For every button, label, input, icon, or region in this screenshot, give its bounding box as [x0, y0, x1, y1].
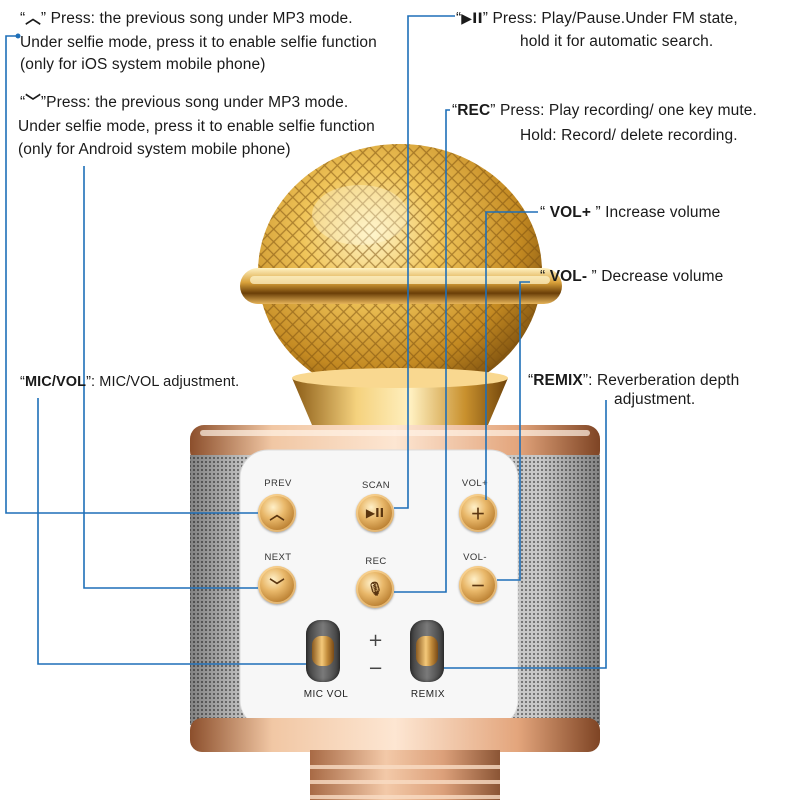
annotation-prev-line1: “︿” Press: the previous song under MP3 m…	[20, 9, 353, 27]
volup-button-label: VOL+	[461, 478, 489, 489]
annotation-micvol: “MIC/VOL”: MIC/VOL adjustment.	[20, 374, 240, 390]
volup-button[interactable]: ＋	[459, 494, 497, 532]
remix-switch-label: REMIX	[410, 689, 446, 700]
next-button[interactable]: ﹀	[258, 566, 296, 604]
annotation-rec-line2: Hold: Record/ delete recording.	[520, 127, 738, 144]
prev-button-label: PREV	[264, 478, 292, 489]
prev-button[interactable]: ︿	[258, 494, 296, 532]
play-pause-icon: ▶II	[365, 506, 385, 520]
voldown-button[interactable]: －	[459, 566, 497, 604]
chevron-down-icon: ﹀	[25, 93, 41, 111]
annotation-next-line1: “﹀”Press: the previous song under MP3 mo…	[20, 93, 349, 111]
voldown-button-label: VOL-	[463, 552, 487, 563]
remix-slider-knob[interactable]	[416, 636, 438, 666]
next-button-label: NEXT	[264, 552, 292, 563]
microphone-icon: 🎙	[366, 581, 384, 597]
annotation-prev-line2: Under selfie mode, press it to enable se…	[20, 34, 377, 51]
scan-button-label: SCAN	[362, 480, 390, 491]
play-pause-icon: ▶II	[461, 11, 483, 27]
plus-icon: ＋	[470, 504, 486, 523]
annotation-play-line2: hold it for automatic search.	[520, 33, 714, 50]
mic-vol-slider-knob[interactable]	[312, 636, 334, 666]
mic-body-bottom-rim	[190, 718, 600, 752]
annotation-next-line3: (only for Android system mobile phone)	[18, 141, 291, 158]
scan-play-pause-button[interactable]: ▶II	[356, 494, 394, 532]
annotation-volup: “ VOL+ ” Increase volume	[540, 204, 721, 221]
annotation-remix-line1: “REMIX”: Reverberation depth	[528, 372, 740, 389]
annotation-remix-line2: adjustment.	[614, 391, 696, 408]
annotation-prev-line3: (only for iOS system mobile phone)	[20, 56, 266, 73]
rec-button[interactable]: 🎙	[356, 570, 394, 608]
mic-handle	[310, 750, 500, 800]
minus-icon: －	[470, 576, 486, 595]
mic-neck	[292, 368, 508, 425]
chevron-up-icon: ︿	[269, 504, 285, 523]
annotation-play-line1: “▶II” Press: Play/Pause.Under FM state,	[456, 10, 738, 27]
chevron-down-icon: ﹀	[269, 576, 285, 595]
annotation-voldown: “ VOL- ” Decrease volume	[540, 268, 724, 285]
rec-button-label: REC	[365, 556, 387, 567]
mic-vol-switch-label: MIC VOL	[303, 689, 349, 700]
remix-slider[interactable]	[410, 620, 444, 682]
minus-sign: −	[368, 658, 384, 679]
mic-head-ring	[240, 268, 562, 304]
mic-vol-slider[interactable]	[306, 620, 340, 682]
chevron-up-icon: ︿	[25, 9, 41, 27]
annotation-rec-line1: “REC” Press: Play recording/ one key mut…	[452, 102, 757, 119]
annotation-next-line2: Under selfie mode, press it to enable se…	[18, 118, 375, 135]
plus-sign: +	[368, 630, 384, 651]
